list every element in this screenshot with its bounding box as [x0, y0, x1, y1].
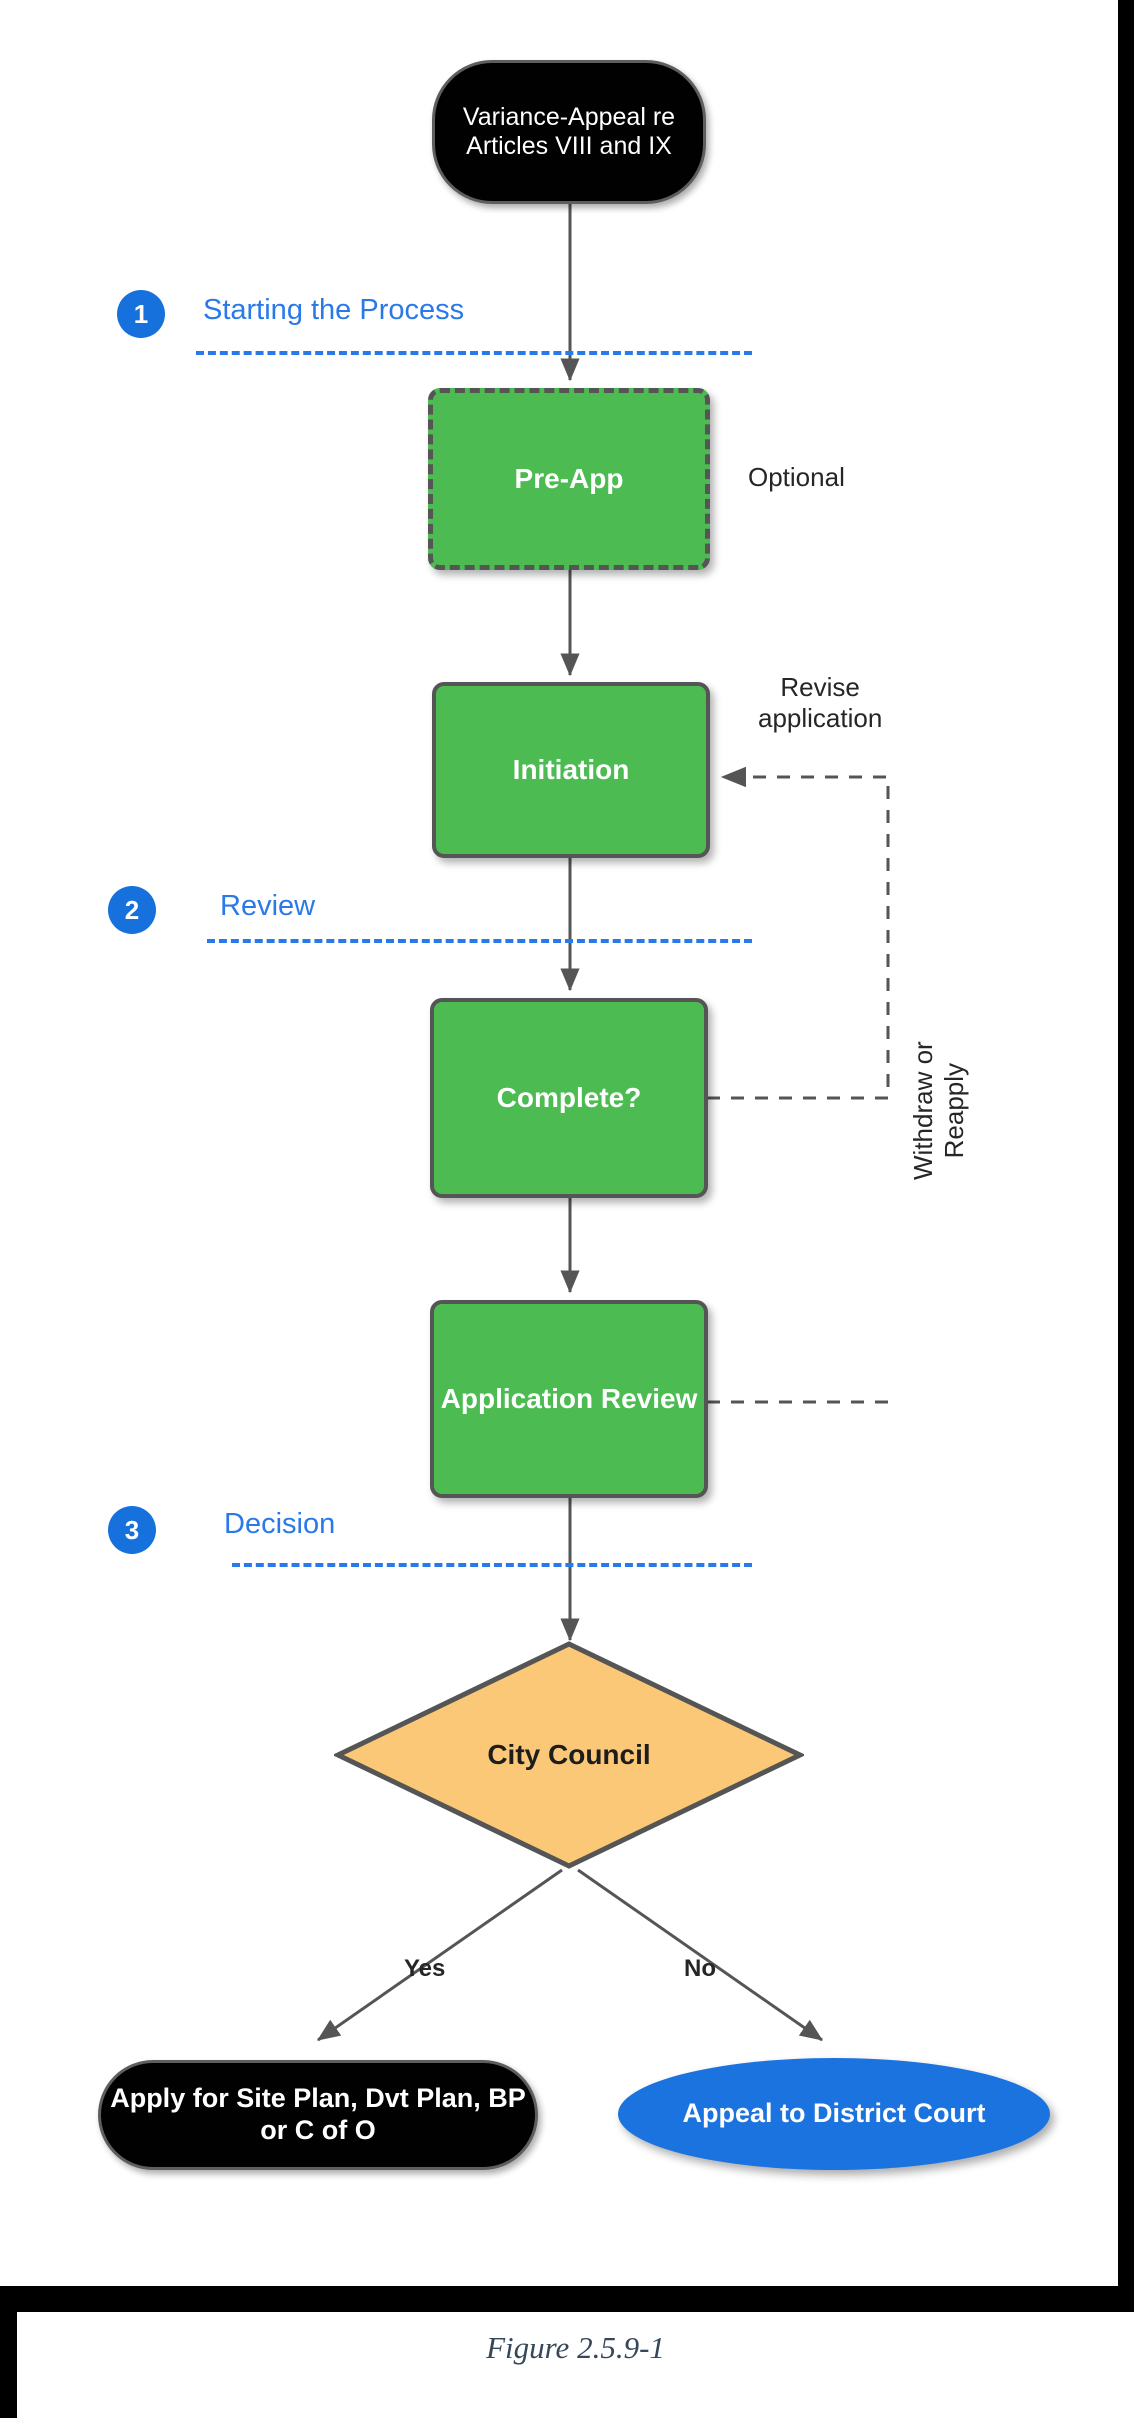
node-application-review-label: Application Review: [440, 1383, 698, 1415]
node-city-council[interactable]: City Council: [334, 1640, 804, 1870]
step-label-3: Decision: [224, 1508, 336, 1540]
node-complete[interactable]: Complete?: [430, 998, 708, 1198]
node-application-review[interactable]: Application Review: [430, 1300, 708, 1498]
node-initiation[interactable]: Initiation: [432, 682, 710, 858]
lower-left-black-band: [0, 2312, 17, 2418]
node-apply-site-plan[interactable]: Apply for Site Plan, Dvt Plan, BP or C o…: [98, 2060, 538, 2170]
node-appeal-district-court[interactable]: Appeal to District Court: [618, 2058, 1050, 2170]
node-appeal-district-court-label: Appeal to District Court: [682, 2098, 986, 2129]
node-complete-label: Complete?: [496, 1082, 642, 1114]
node-start[interactable]: Variance-Appeal re Articles VIII and IX: [432, 60, 706, 204]
edge-complete-revise-loop: [707, 766, 890, 1100]
step-label-1: Starting the Process: [203, 294, 465, 326]
step-rule-1: [196, 351, 752, 355]
node-apply-site-plan-label: Apply for Site Plan, Dvt Plan, BP or C o…: [110, 2083, 526, 2145]
bottom-black-band: [0, 2286, 1134, 2312]
label-optional: Optional: [748, 462, 845, 492]
step-badge-3: 3: [108, 1506, 156, 1554]
step-label-2: Review: [220, 890, 316, 922]
step-rule-3: [232, 1563, 752, 1567]
node-initiation-label: Initiation: [512, 754, 630, 786]
step-rule-2: [207, 939, 752, 943]
step-badge-1: 1: [117, 290, 165, 338]
step-badge-3-number: 3: [124, 1514, 140, 1545]
step-badge-2: 2: [108, 886, 156, 934]
label-yes: Yes: [404, 1955, 446, 1982]
right-black-band: [1118, 0, 1134, 2286]
node-start-label: Variance-Appeal re Articles VIII and IX: [462, 102, 676, 161]
node-city-council-label: City Council: [487, 1739, 651, 1770]
label-revise-application: Revise application: [758, 672, 883, 734]
step-badge-2-number: 2: [124, 894, 140, 925]
node-pre-app-label: Pre-App: [514, 463, 624, 495]
label-withdraw-or-reapply: Withdraw or Reapply: [908, 1041, 970, 1180]
step-badge-1-number: 1: [133, 298, 149, 329]
diamond-shape: [334, 1641, 804, 1869]
node-pre-app[interactable]: Pre-App: [428, 388, 710, 570]
figure-caption: Figure 2.5.9-1: [486, 2330, 665, 2365]
label-no: No: [684, 1955, 716, 1982]
